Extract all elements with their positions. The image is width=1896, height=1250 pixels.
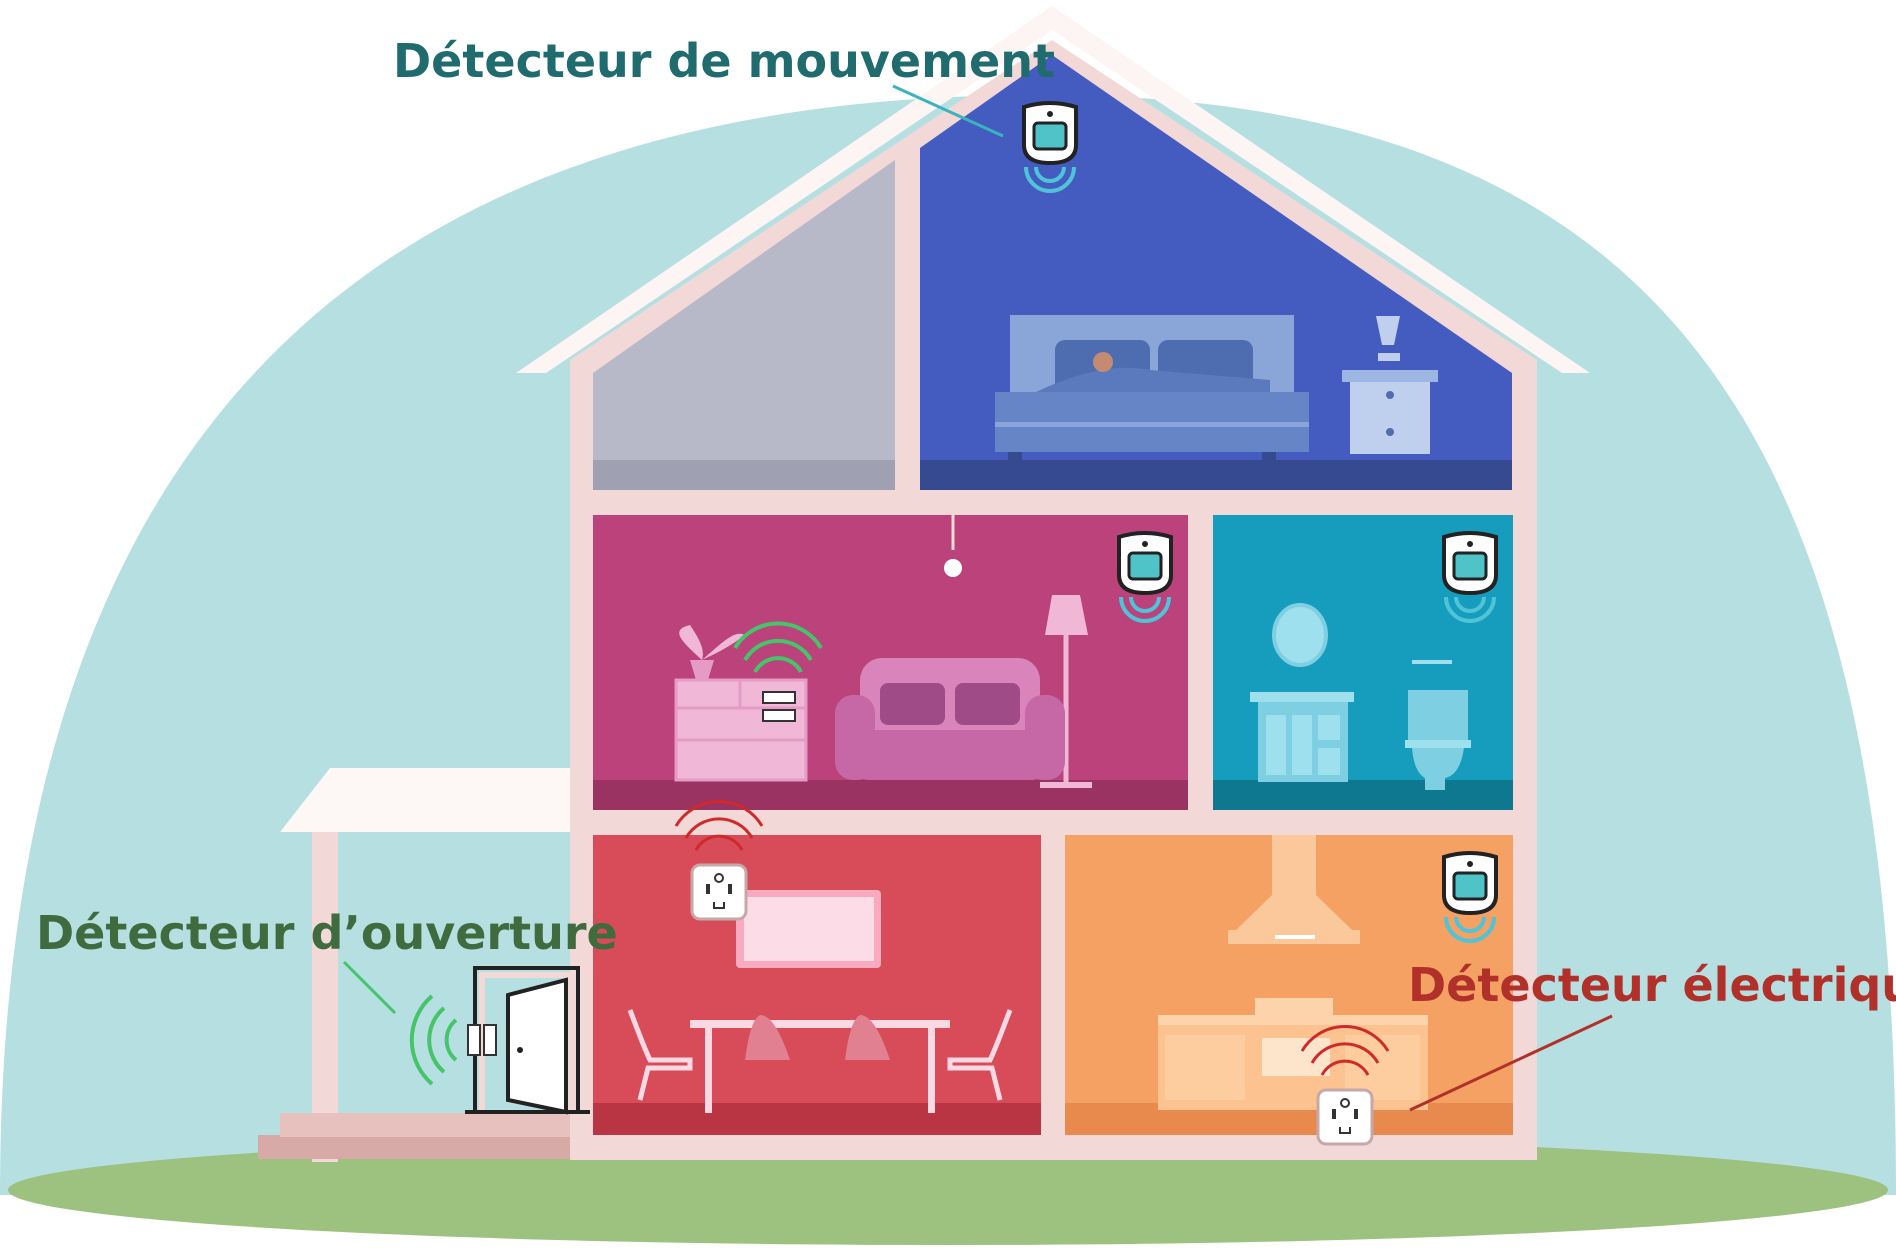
vanity-icon: [1250, 603, 1354, 782]
motion-sensors: [1022, 101, 1498, 943]
floor-lamp-icon: [1040, 595, 1092, 788]
wireless-signal-icon: [674, 800, 764, 851]
door-icon: [465, 966, 590, 1115]
smart-plug-icon: [1316, 1088, 1374, 1146]
bed-icon: [995, 315, 1309, 466]
tv-icon: [736, 890, 881, 968]
motion-sensor-icon: [1022, 101, 1078, 193]
lamp-bulb-icon: [944, 515, 962, 577]
range-hood-icon: [1228, 835, 1360, 944]
motion-sensor-icon: [1442, 851, 1498, 943]
wireless-signal-icon: [409, 994, 458, 1086]
drawer-sensor-icon: [762, 691, 796, 722]
smart-plug-icon: [690, 863, 748, 921]
sofa-icon: [835, 658, 1065, 780]
wireless-signal-icon: [733, 621, 823, 674]
dining-room: [593, 835, 1041, 1135]
electric-leader-line: [1409, 1014, 1613, 1112]
electric-sensor-label: Détecteur électrique: [1408, 958, 1896, 1012]
wireless-signal-icon: [1300, 1025, 1390, 1076]
nightstand-icon: [1342, 316, 1438, 454]
door-leader-line: [342, 960, 397, 1015]
toilet-icon: [1405, 660, 1471, 790]
motion-sensor-icon: [1117, 531, 1173, 623]
attic: [593, 160, 895, 490]
door-sensor-label: Détecteur d’ouverture: [36, 906, 618, 960]
grass: [8, 1135, 1888, 1245]
motion-sensor-label: Détecteur de mouvement: [393, 34, 1055, 88]
door-sensor-icon: [467, 1024, 497, 1056]
motion-sensor-icon: [1442, 531, 1498, 623]
table-icon: [627, 1009, 1013, 1113]
motion-leader-line: [892, 84, 1004, 138]
porch: [258, 768, 578, 1162]
